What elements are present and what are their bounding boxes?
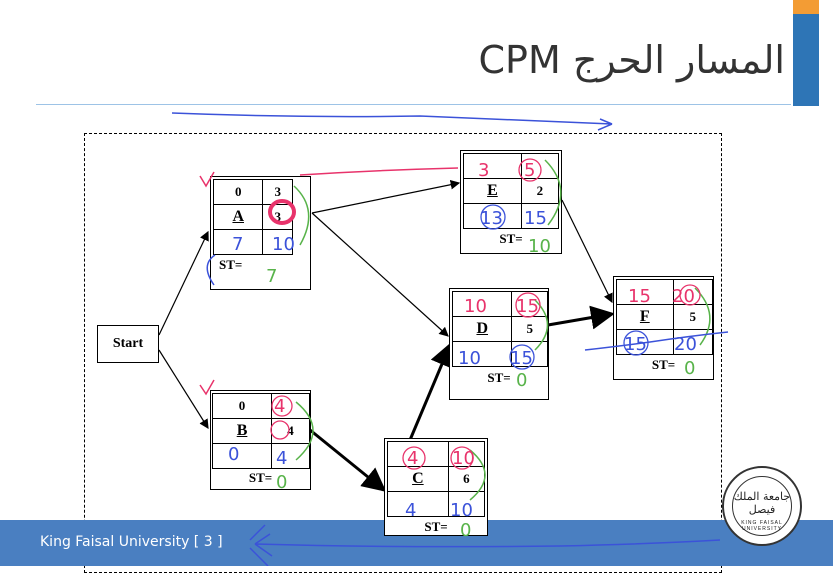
node-c-lf (447, 491, 486, 517)
node-e-st-label: ST= (499, 231, 523, 246)
node-d-st-label: ST= (487, 370, 511, 385)
node-c-st-label: ST= (424, 519, 448, 534)
node-f-ls (616, 329, 674, 355)
node-a-ef: 3 (262, 179, 293, 205)
node-a-ls (212, 229, 264, 255)
node-b-ef (271, 393, 310, 419)
node-d-lf (511, 341, 548, 367)
node-f-lf (672, 329, 714, 355)
seal-subtext: KING FAISAL UNIVERSITY (741, 520, 783, 532)
node-a-duration: 3 (262, 204, 293, 230)
accent-top-strip (793, 0, 819, 14)
slide-title: المسار الحرج CPM (478, 38, 786, 82)
accent-bar (793, 0, 819, 106)
node-a-lf (262, 229, 293, 255)
start-node: Start (97, 325, 159, 363)
seal-text: جامعة الملك فيصل (733, 490, 791, 516)
node-c-ls (387, 491, 449, 517)
blue-scribble-under-title (171, 112, 613, 131)
node-b-st-label: ST= (248, 470, 273, 485)
node-c-duration: 6 (447, 466, 486, 492)
node-e-name: E (463, 178, 522, 204)
footer-text: King Faisal University [ 3 ] (40, 534, 223, 550)
node-b-ls (211, 443, 273, 469)
node-f-ef (672, 279, 714, 305)
node-c-es (387, 441, 449, 467)
node-b-name: B (211, 418, 273, 444)
node-d-es (451, 291, 513, 317)
node-f-duration: 5 (672, 304, 714, 330)
node-b-lf (271, 443, 310, 469)
node-e-lf (520, 203, 560, 229)
node-a-name: A (212, 204, 264, 230)
node-f-es (616, 279, 674, 305)
node-c-name: C (387, 466, 449, 492)
node-f-name: F (616, 304, 674, 330)
university-seal-logo: جامعة الملك فيصل KING FAISAL UNIVERSITY (722, 466, 802, 546)
node-e-es (463, 153, 522, 179)
node-d-duration: 5 (511, 316, 548, 342)
title-divider (36, 104, 791, 105)
node-d-ef (511, 291, 548, 317)
node-c-ef (447, 441, 486, 467)
node-e-duration: 2 (520, 178, 560, 204)
node-b-es: 0 (211, 393, 273, 419)
node-a-es: 0 (212, 179, 264, 205)
node-d-ls (451, 341, 513, 367)
node-a-st-label: ST= (219, 257, 243, 272)
seal-inner-ring (732, 476, 792, 536)
node-e-ef (520, 153, 560, 179)
node-e-ls (463, 203, 522, 229)
node-b-duration: 4 (271, 418, 310, 444)
node-f-st-label: ST= (651, 357, 676, 372)
node-d-name: D (451, 316, 513, 342)
